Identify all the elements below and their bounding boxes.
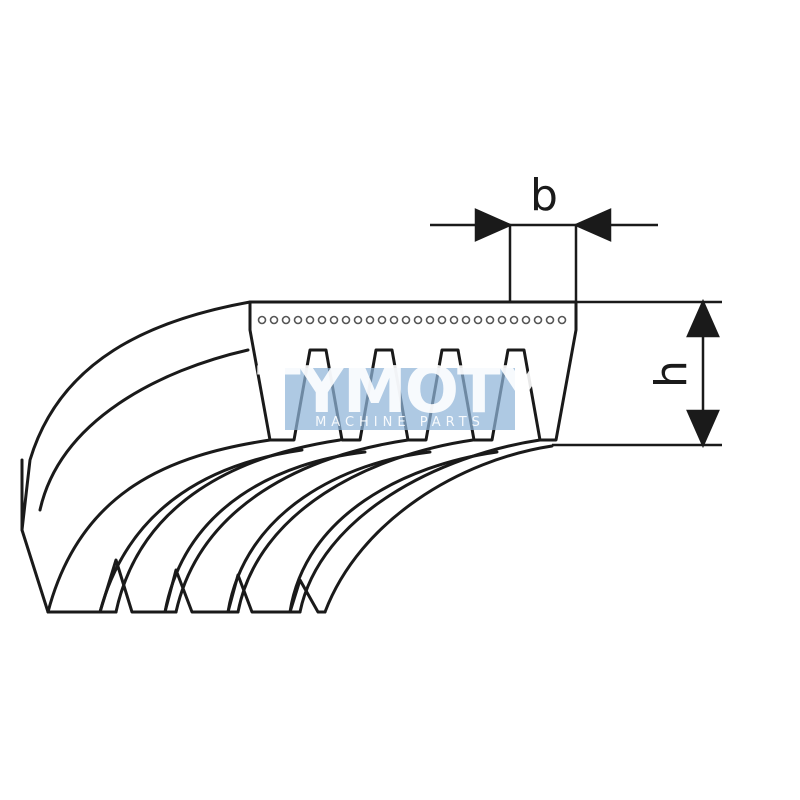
belt-rib-curve-10: [323, 444, 554, 614]
dimension-h-arrow-bottom: [686, 409, 720, 449]
dimension-b: [430, 208, 658, 302]
belt-curved-section: [20, 300, 554, 614]
dimension-h-arrow-top: [686, 298, 720, 338]
belt-back-inner: [38, 348, 250, 512]
dimension-b-label: b: [530, 170, 558, 221]
belt-end-left: [20, 458, 102, 614]
belt-rib-curve-5: [174, 438, 410, 614]
watermark: TYMOTY MACHINE PARTS: [257, 354, 548, 430]
watermark-band: [285, 368, 515, 430]
belt-rib-curve-1: [46, 438, 272, 614]
dimension-h: [552, 298, 722, 449]
belt-rib-curve-9: [298, 438, 542, 614]
belt-rib-curve-3: [114, 438, 342, 614]
tension-cords: [257, 315, 567, 325]
dimension-h-label: h: [646, 360, 697, 388]
dimension-b-arrow-right: [572, 208, 612, 242]
watermark-title: TYMOTY: [257, 354, 546, 428]
belt-back-outer: [20, 300, 252, 532]
belt-rib-curve-7: [236, 438, 475, 614]
watermark-subtitle: MACHINE PARTS: [315, 415, 485, 430]
belt-rib-curve-8: [288, 450, 499, 614]
belt-bottom-edge: [46, 558, 327, 614]
dimension-b-arrow-left: [474, 208, 514, 242]
